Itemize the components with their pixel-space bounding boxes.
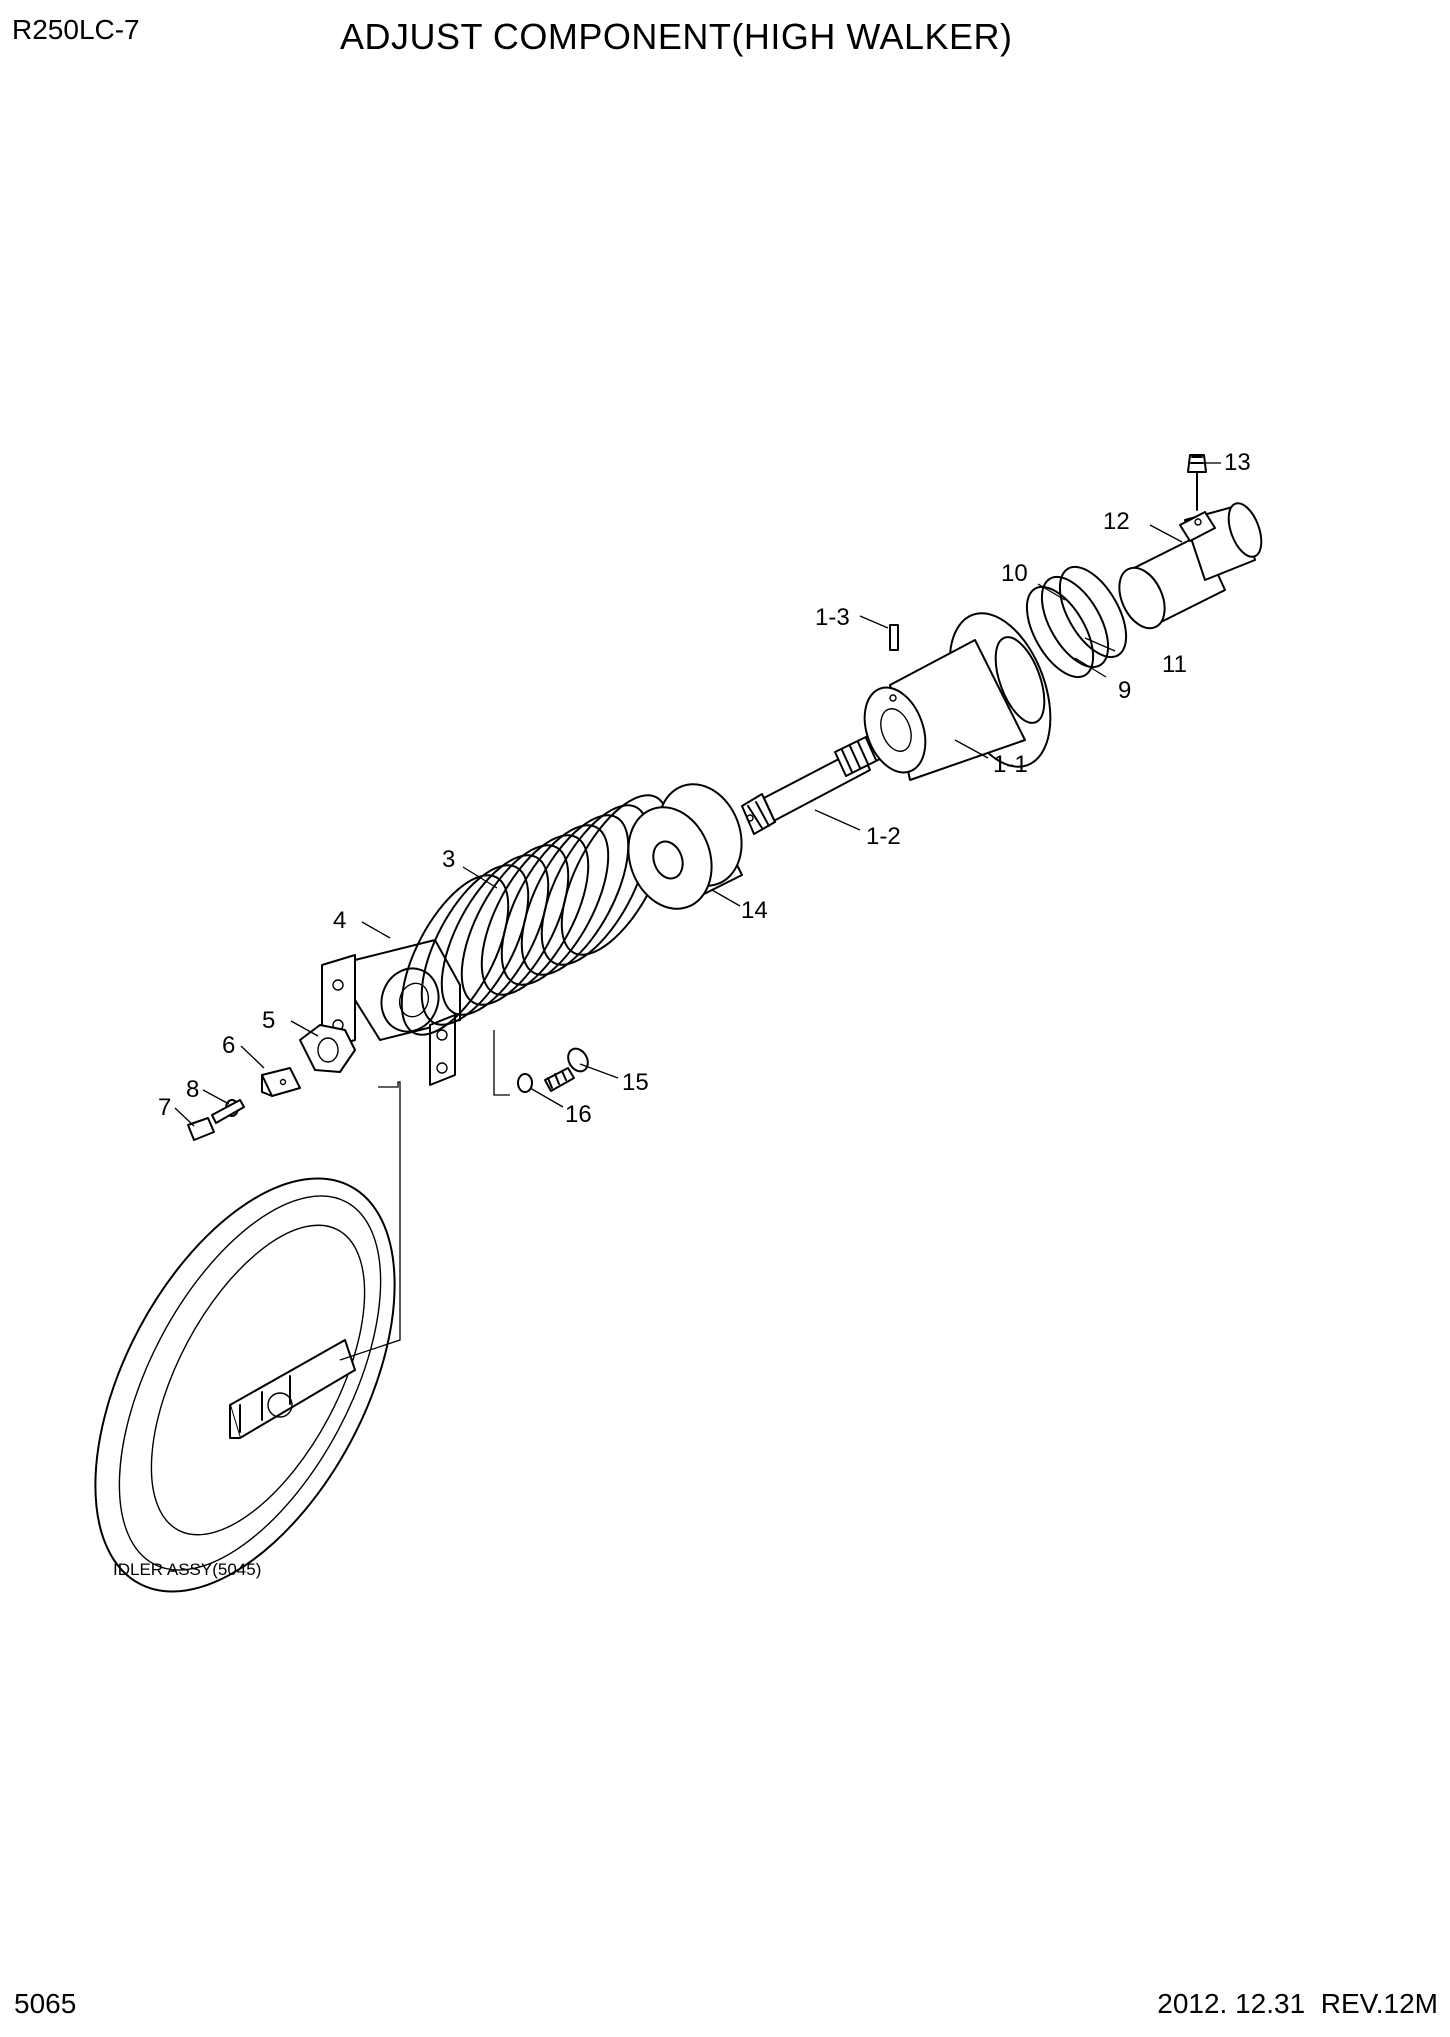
bracket-part-4 — [321, 939, 461, 1086]
o-ring-part-10 — [1040, 575, 1110, 669]
page-title: ADJUST COMPONENT(HIGH WALKER) — [340, 16, 1013, 57]
callout-8: 8 — [186, 1076, 199, 1103]
nut-part-5 — [299, 1024, 356, 1073]
pin-part-1-3 — [889, 624, 899, 651]
leader-lines — [174, 462, 1221, 1127]
washer-part-16 — [517, 1073, 533, 1093]
revision-date: 2012. 12.31 — [1157, 1988, 1306, 2019]
callout-10: 10 — [1001, 560, 1028, 587]
callout-5: 5 — [262, 1007, 275, 1034]
rod-part-1-2 — [741, 734, 883, 835]
bolt-part-7 — [187, 1099, 245, 1141]
cylinder-part-1-1 — [863, 612, 1052, 781]
callout-4: 4 — [333, 907, 346, 934]
callout-1-3: 1-3 — [815, 604, 850, 631]
callout-11: 11 — [1162, 651, 1187, 678]
callout-1-1: 1-1 — [993, 751, 1028, 778]
idler-assembly-note: IDLER ASSY(5045) — [113, 1560, 261, 1579]
callout-1-2: 1-2 — [866, 823, 901, 850]
callout-16: 16 — [565, 1101, 592, 1128]
revision-info: 2012. 12.31 REV.12M — [1157, 1988, 1438, 2020]
o-ring-part-11 — [1058, 565, 1128, 659]
bolt-link-line — [493, 1030, 510, 1096]
callout-12: 12 — [1103, 508, 1130, 535]
bolt-part-15 — [544, 1047, 589, 1092]
callout-3: 3 — [442, 846, 455, 873]
page-number: 5065 — [14, 1988, 77, 2019]
spring-part-3 — [400, 794, 670, 1036]
lock-plate-part-6 — [261, 1067, 301, 1097]
o-ring-part-9 — [1025, 585, 1095, 679]
callout-7: 7 — [158, 1094, 171, 1121]
revision-code: REV.12M — [1320, 1988, 1438, 2019]
idler-assembly — [94, 1177, 396, 1593]
callout-6: 6 — [222, 1032, 235, 1059]
idler-link-line — [339, 1081, 401, 1361]
callout-13: 13 — [1224, 449, 1251, 476]
callout-9: 9 — [1118, 677, 1131, 704]
callout-14: 14 — [741, 897, 768, 924]
model-code: R250LC-7 — [12, 14, 140, 45]
spacer-part-14 — [627, 783, 743, 910]
callout-15: 15 — [622, 1069, 649, 1096]
valve-part-12 — [1118, 502, 1263, 630]
grease-fitting-part-13 — [1187, 454, 1207, 511]
